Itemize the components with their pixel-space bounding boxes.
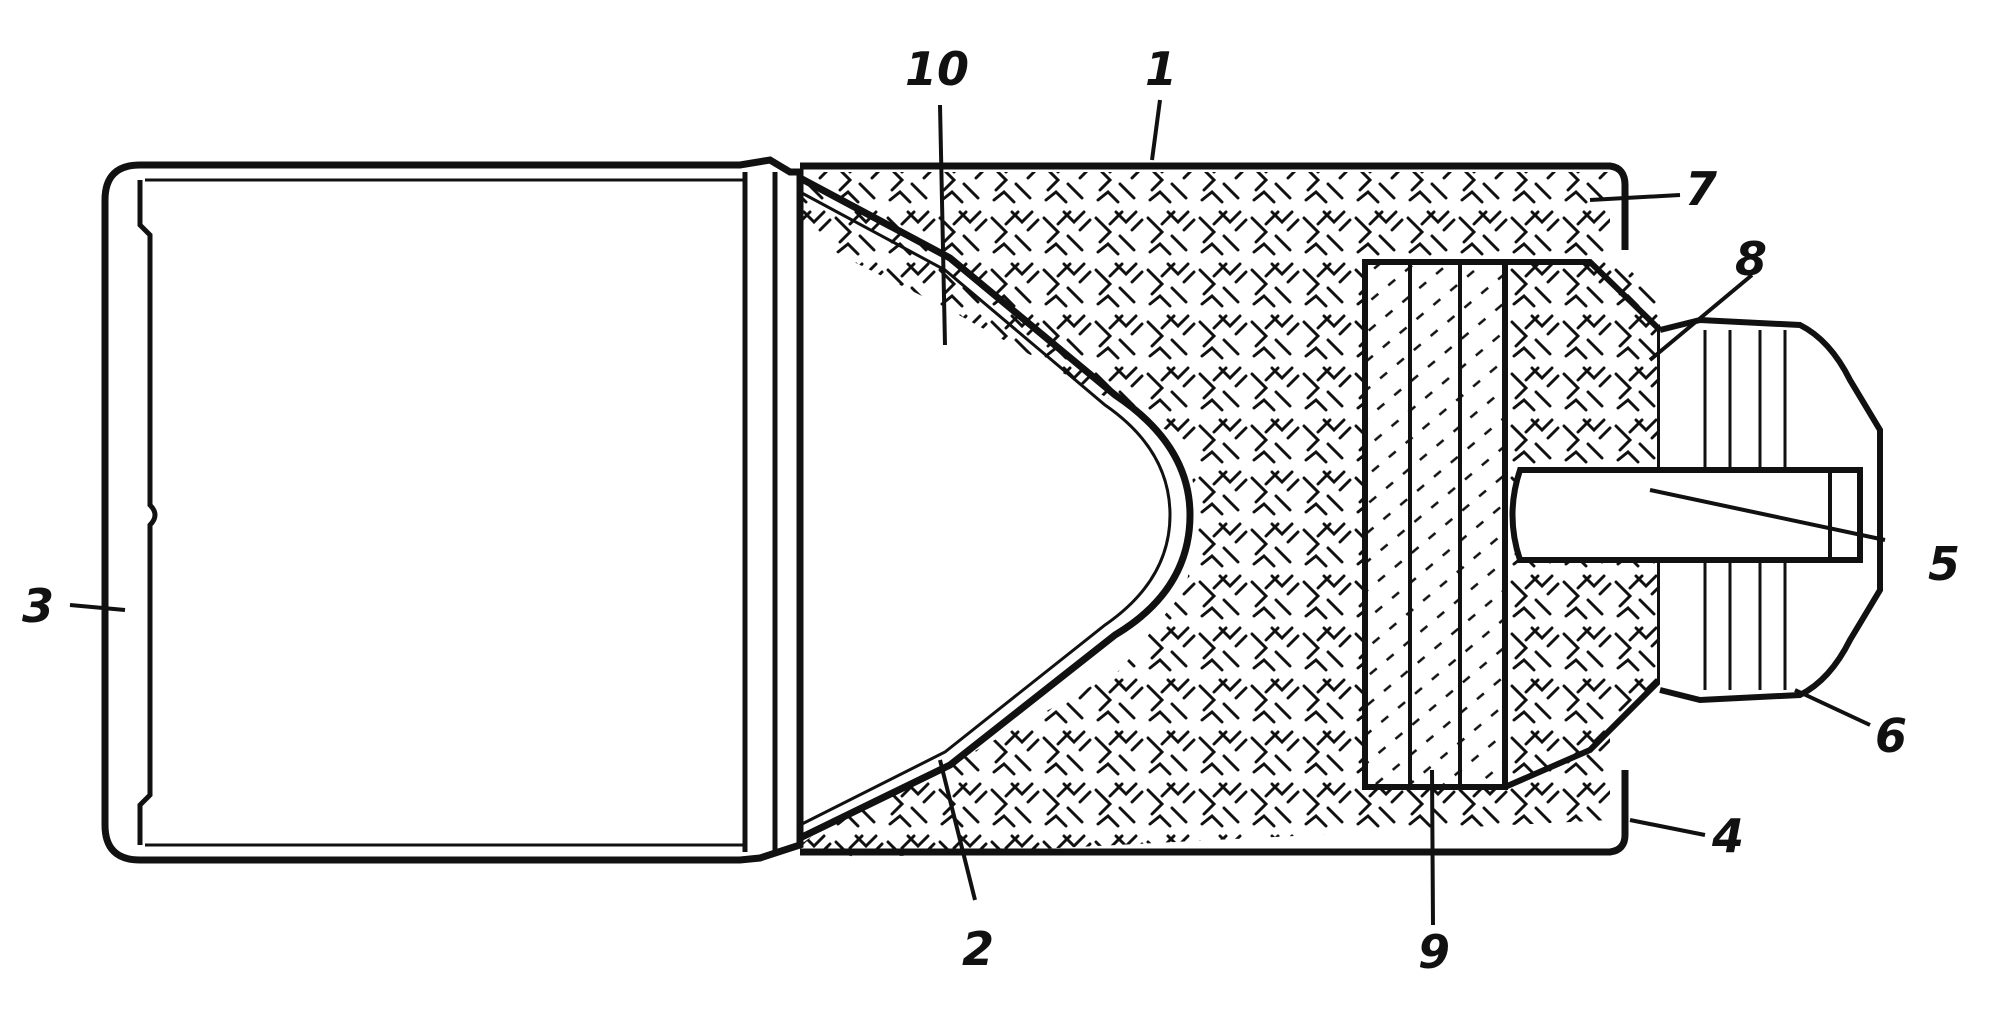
booster-charge [1362,259,1508,790]
outer-casing [800,162,1629,856]
callout-6: 6 [1875,709,1907,763]
conical-liner [798,174,1194,842]
conical-liner-inner [799,190,1172,827]
callout-7: 7 [1685,162,1717,216]
callout-10: 10 [905,42,969,96]
detonator-tube [1509,467,1863,563]
callout-4: 4 [1711,809,1744,863]
joint-ring [742,172,778,852]
callout-3: 3 [22,579,54,633]
callout-9: 9 [1418,925,1450,979]
callout-5: 5 [1928,537,1960,591]
end-cap [137,180,158,845]
callout-2: 2 [962,922,994,976]
leader-lines [69,99,1886,926]
callout-8: 8 [1735,232,1767,286]
standoff-casing [101,156,804,864]
standoff-casing-inner [145,178,745,847]
callout-1: 1 [1145,42,1177,96]
